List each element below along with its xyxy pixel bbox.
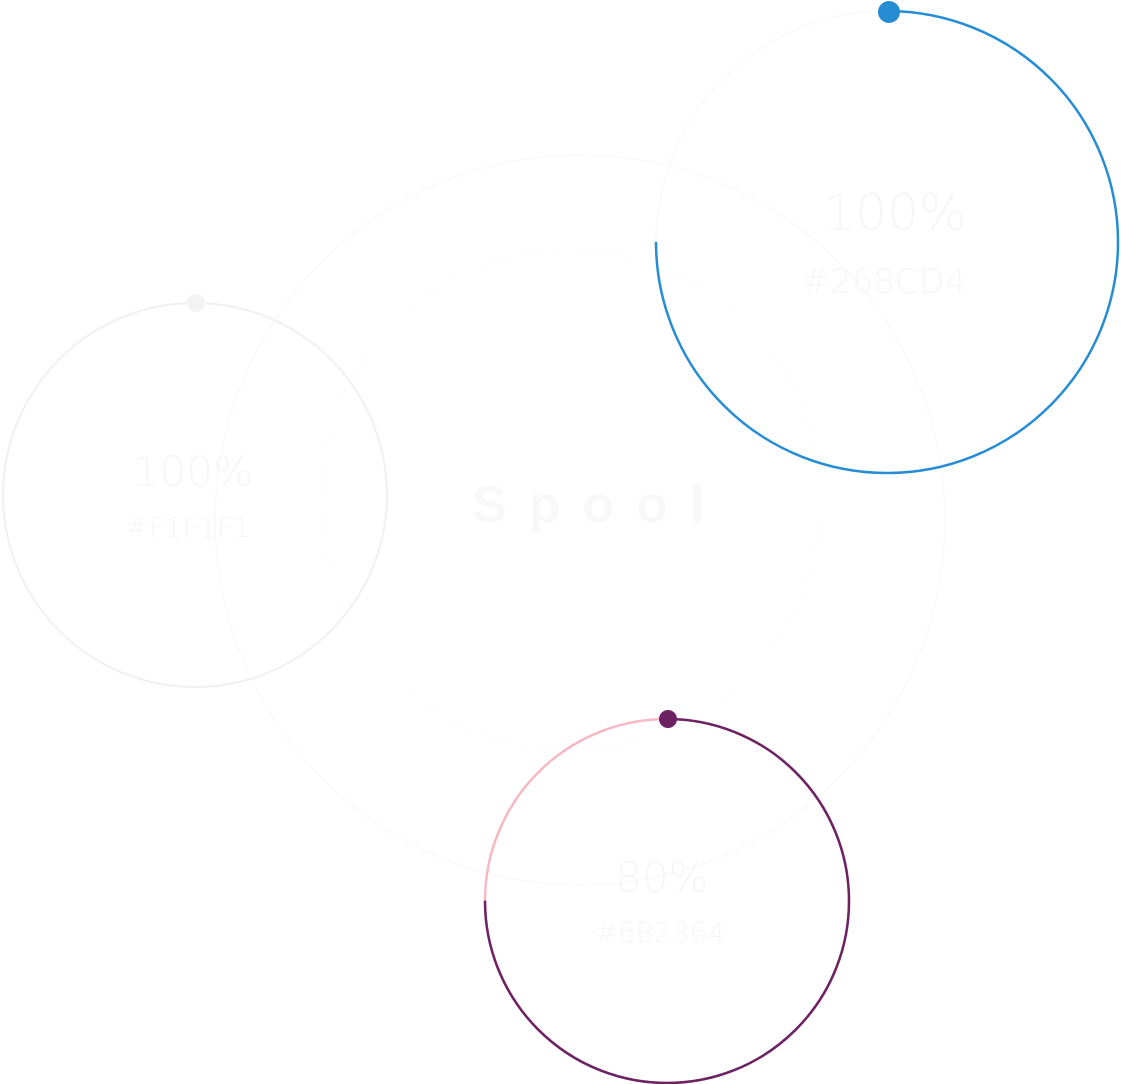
ring-hex: #F1F1F1 [125,511,250,544]
background-orbit-inner [319,249,821,751]
ring-purple: 80% #6B2364 [483,710,851,1084]
ring-blue: 100% #268CD4 [654,1,1120,475]
ring-track [655,10,1119,474]
ring-percent: 80% [615,853,708,902]
ring-knob [878,1,900,23]
ring-knob [659,710,677,728]
ring-hex: #268CD4 [802,262,967,302]
ring-progress-arc [654,9,1120,475]
ring-percent: 100% [133,447,253,496]
ring-knob [187,294,205,312]
ring-gray: 100% #F1F1F1 [2,294,388,688]
ring-hex: #6B2364 [595,916,726,949]
brand-wordmark: Spool [472,476,726,534]
ring-percent: 100% [824,184,967,242]
background-orbit [214,154,946,886]
